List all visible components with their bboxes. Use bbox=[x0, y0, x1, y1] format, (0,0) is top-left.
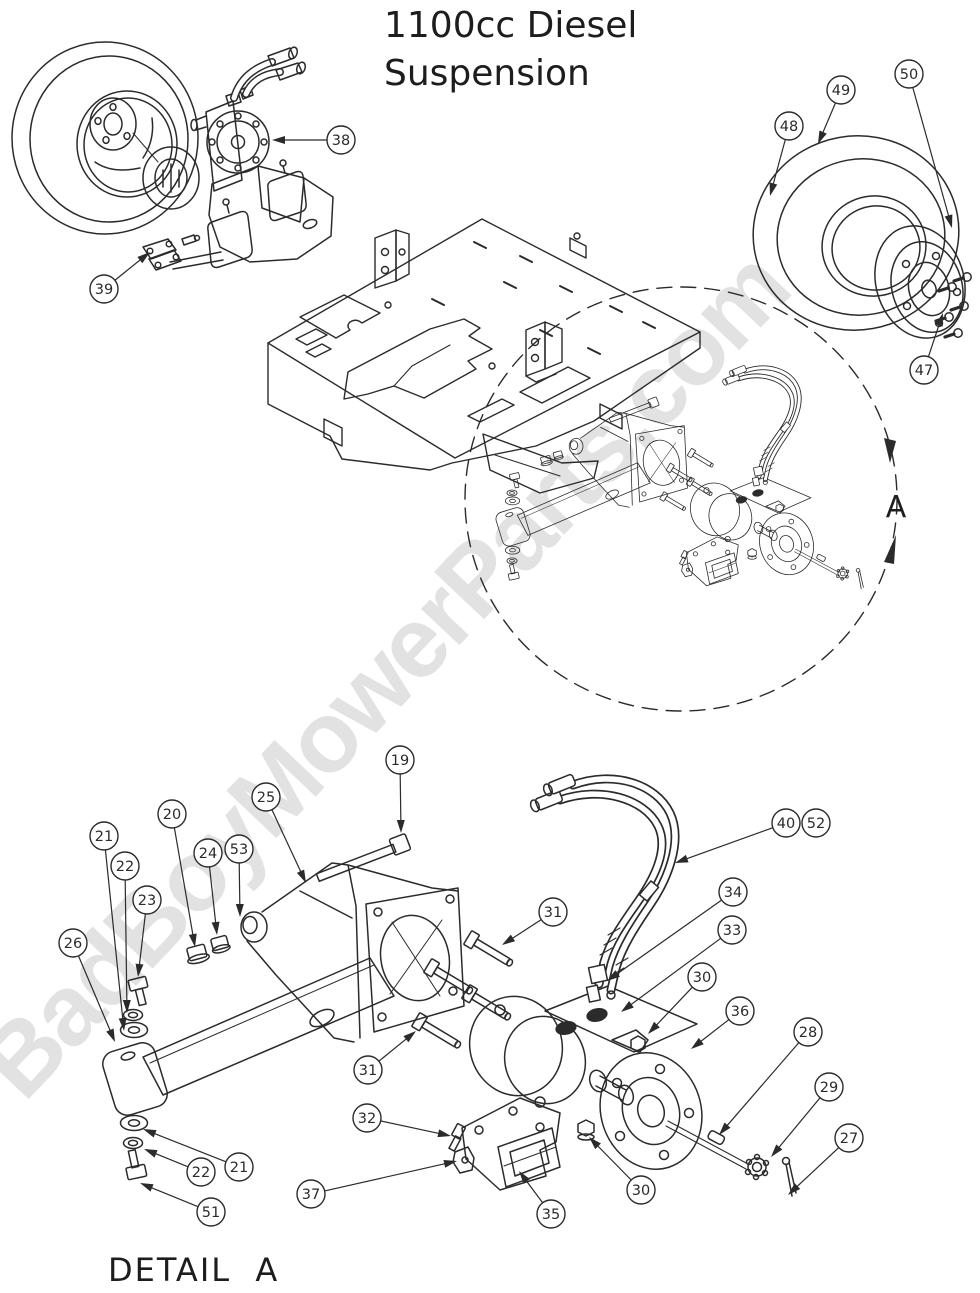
axle-suspension-assembly bbox=[102, 773, 797, 1197]
callout-22: 22 bbox=[144, 1149, 216, 1187]
caliper-assembly bbox=[461, 1097, 561, 1191]
svg-text:25: 25 bbox=[257, 790, 275, 806]
front-axle-bracket-assembly bbox=[142, 159, 334, 271]
callout-23: 23 bbox=[132, 885, 162, 977]
svg-text:28: 28 bbox=[799, 1025, 817, 1041]
boundary-arrow-top bbox=[884, 438, 896, 463]
watermark-text: BadBoyMowerParts.com bbox=[0, 231, 810, 1119]
callout-36: 36 bbox=[691, 996, 755, 1049]
callout-21: 21 bbox=[143, 1129, 254, 1182]
callout-50: 50 bbox=[894, 59, 953, 228]
rear-tire bbox=[752, 135, 960, 331]
detail-a-boundary bbox=[464, 286, 898, 712]
callout-53: 53 bbox=[224, 834, 254, 917]
front-tire bbox=[11, 41, 199, 235]
section-marker-a: A bbox=[886, 490, 907, 525]
hydraulic-hoses bbox=[529, 773, 680, 1003]
svg-text:23: 23 bbox=[138, 893, 156, 909]
rear-lug-bolts bbox=[934, 272, 972, 339]
svg-text:27: 27 bbox=[840, 1131, 858, 1147]
svg-text:32: 32 bbox=[358, 1111, 376, 1127]
front-wheel-drum-ring bbox=[132, 132, 200, 210]
svg-text:52: 52 bbox=[807, 816, 825, 832]
svg-text:22: 22 bbox=[192, 1165, 210, 1181]
svg-text:50: 50 bbox=[900, 67, 918, 83]
isolator-bolt-top bbox=[127, 975, 149, 1007]
page-title-line2: Suspension bbox=[384, 53, 590, 94]
callout-27: 27 bbox=[788, 1123, 864, 1195]
rubber-isolator bbox=[102, 1042, 168, 1116]
rear-rim bbox=[874, 225, 966, 339]
svg-text:20: 20 bbox=[163, 807, 181, 823]
callout-47: 47 bbox=[909, 313, 943, 385]
callout-29: 29 bbox=[771, 1072, 844, 1157]
chassis-deck bbox=[267, 218, 701, 494]
callout-49: 49 bbox=[818, 75, 856, 144]
callout-40: 40 bbox=[675, 808, 801, 863]
mount-bolts bbox=[411, 930, 514, 1049]
front-hub-face bbox=[89, 97, 137, 151]
callout-24: 24 bbox=[193, 838, 223, 935]
callout-31: 31 bbox=[502, 897, 568, 945]
caliper-bolt-fitting bbox=[448, 1123, 475, 1174]
callout-35: 35 bbox=[519, 1171, 566, 1229]
svg-text:51: 51 bbox=[202, 1205, 220, 1221]
page-title-line1: 1100cc Diesel bbox=[384, 5, 637, 46]
svg-text:33: 33 bbox=[723, 923, 741, 939]
axle-shaft-hardware bbox=[665, 1120, 797, 1197]
callout-48: 48 bbox=[769, 111, 804, 196]
svg-text:36: 36 bbox=[731, 1004, 749, 1020]
detail-a-label: DETAIL A bbox=[108, 1251, 279, 1289]
svg-text:53: 53 bbox=[230, 842, 248, 858]
svg-text:49: 49 bbox=[832, 83, 850, 99]
svg-text:39: 39 bbox=[95, 282, 113, 298]
isolator-bolt-bottom bbox=[125, 1149, 148, 1181]
svg-text:30: 30 bbox=[693, 970, 711, 986]
callout-52: 52 bbox=[801, 808, 831, 838]
svg-text:37: 37 bbox=[302, 1187, 320, 1203]
pivot-bolt bbox=[315, 833, 412, 883]
svg-text:31: 31 bbox=[359, 1063, 377, 1079]
callout-31: 31 bbox=[353, 1031, 416, 1085]
callout-28: 28 bbox=[719, 1017, 823, 1135]
callout-34: 34 bbox=[607, 877, 748, 981]
callout-25: 25 bbox=[251, 782, 306, 883]
callout-30: 30 bbox=[648, 962, 717, 1034]
callout-33: 33 bbox=[621, 915, 747, 1012]
front-wheel-motor bbox=[190, 85, 270, 192]
callout-20: 20 bbox=[157, 799, 197, 947]
svg-text:35: 35 bbox=[542, 1207, 560, 1223]
callout-37: 37 bbox=[296, 1159, 457, 1209]
callout-21: 21 bbox=[89, 821, 127, 1031]
callout-26: 26 bbox=[58, 928, 115, 1042]
axle-bracket-weldment bbox=[240, 862, 465, 1043]
svg-text:24: 24 bbox=[199, 846, 217, 862]
callout-30: 30 bbox=[589, 1137, 656, 1205]
svg-text:38: 38 bbox=[332, 133, 350, 149]
deck-bracket-front bbox=[374, 229, 410, 289]
svg-text:30: 30 bbox=[632, 1183, 650, 1199]
svg-text:26: 26 bbox=[64, 936, 82, 952]
svg-text:29: 29 bbox=[820, 1080, 838, 1096]
svg-text:31: 31 bbox=[544, 905, 562, 921]
callout-39: 39 bbox=[89, 252, 150, 304]
svg-text:21: 21 bbox=[230, 1160, 248, 1176]
svg-text:21: 21 bbox=[95, 829, 113, 845]
wheel-hub bbox=[599, 1052, 703, 1170]
svg-text:47: 47 bbox=[915, 363, 933, 379]
front-hydraulic-hoses bbox=[230, 46, 307, 102]
svg-text:40: 40 bbox=[777, 816, 795, 832]
svg-text:48: 48 bbox=[780, 119, 798, 135]
callout-32: 32 bbox=[352, 1103, 451, 1138]
callout-22: 22 bbox=[110, 851, 140, 1013]
callout-38: 38 bbox=[272, 125, 356, 155]
svg-text:34: 34 bbox=[724, 885, 742, 901]
callout-51: 51 bbox=[140, 1183, 226, 1227]
svg-text:22: 22 bbox=[116, 859, 134, 875]
callout-19: 19 bbox=[385, 745, 415, 833]
boundary-arrow-bottom bbox=[884, 535, 896, 564]
svg-text:19: 19 bbox=[391, 753, 409, 769]
